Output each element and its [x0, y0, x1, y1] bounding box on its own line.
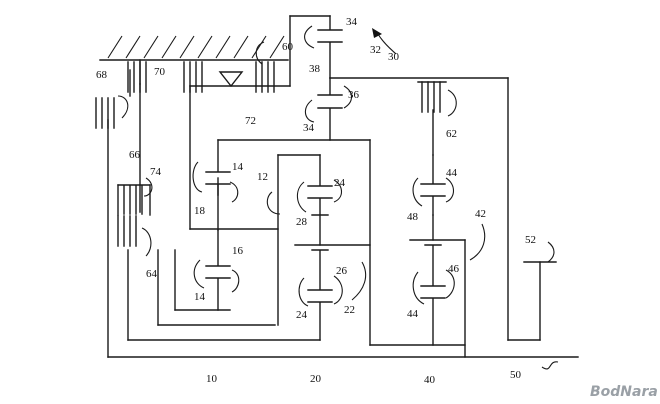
ref-36: 36	[348, 89, 360, 101]
ref-48: 48	[407, 211, 419, 223]
reference-labels: 10 20 40 50 30 34 38 32 36 34 60 68 70 7…	[96, 16, 536, 386]
ref-52: 52	[525, 234, 536, 246]
ref-10: 10	[206, 373, 218, 385]
ref-22: 22	[344, 304, 355, 316]
gear-symbols	[205, 15, 557, 346]
ref-32: 32	[370, 44, 381, 56]
ref-34-mid: 34	[303, 122, 315, 134]
ref-14-lower: 14	[194, 291, 206, 303]
ref-26: 26	[336, 265, 348, 277]
ref-20: 20	[310, 373, 322, 385]
ref-44-upper: 44	[446, 167, 458, 179]
ref-62: 62	[446, 128, 457, 140]
ref-42: 42	[475, 208, 486, 220]
ref-70: 70	[154, 66, 166, 78]
leader-lines	[117, 25, 559, 370]
ref-38: 38	[309, 63, 321, 75]
ref-50: 50	[510, 369, 522, 381]
ref-18: 18	[194, 205, 206, 217]
housing-ground	[99, 35, 289, 61]
ref-66: 66	[129, 149, 141, 161]
ref-24-upper: 24	[334, 177, 346, 189]
ref-14-upper: 14	[232, 161, 244, 173]
ref-30: 30	[388, 51, 400, 63]
ref-12: 12	[257, 171, 268, 183]
ref-16: 16	[232, 245, 244, 257]
ref-72: 72	[245, 115, 256, 127]
ref-34-top: 34	[346, 16, 358, 28]
watermark-logo: BodNara	[590, 384, 658, 400]
ref-64: 64	[146, 268, 158, 280]
ref-68: 68	[96, 69, 108, 81]
ref-40: 40	[424, 374, 436, 386]
ref-74: 74	[150, 166, 162, 178]
ref-24-lower: 24	[296, 309, 308, 321]
ref-28: 28	[296, 216, 308, 228]
clutch-packs	[95, 61, 447, 247]
ref-46: 46	[448, 263, 460, 275]
ref-60: 60	[282, 41, 294, 53]
ref-44-lower: 44	[407, 308, 419, 320]
shaft-lines	[107, 15, 579, 358]
rotation-arrow	[372, 28, 397, 55]
